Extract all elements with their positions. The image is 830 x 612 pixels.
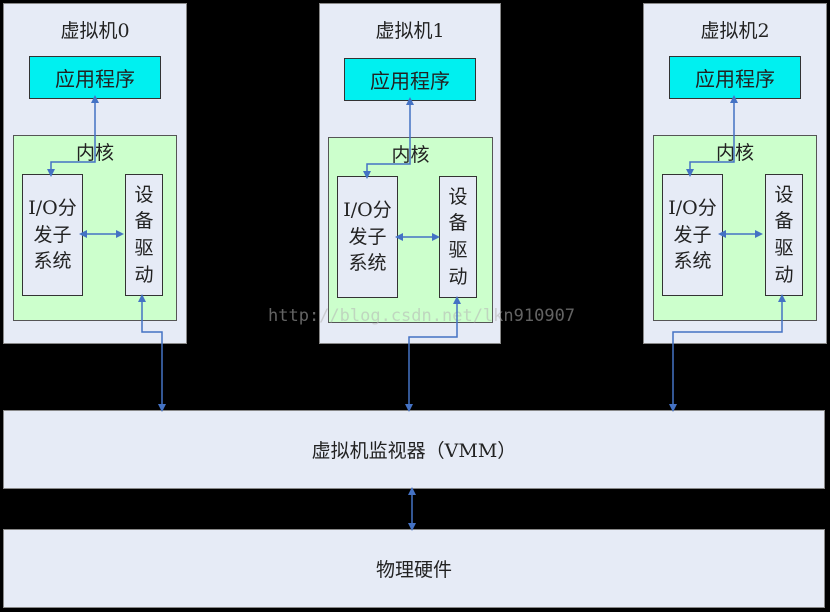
driver-line: 备 [774, 210, 794, 233]
driver-line: 驱 [448, 239, 468, 261]
driver-line: 驱 [134, 237, 154, 259]
vm-0-kernel-box: 内核 I/O分发子系统 设备驱动 [13, 135, 177, 321]
driver-line: 备 [448, 212, 468, 235]
watermark: http://blog.csdn.net/lkn910907 [268, 306, 576, 326]
driver-line: 设 [774, 183, 794, 206]
vm-2-app-box: 应用程序 [669, 56, 801, 99]
vm-1-app-box: 应用程序 [344, 58, 476, 101]
io-line: I/O分 [28, 197, 77, 220]
vm-0-box: 虚拟机0 应用程序 内核 I/O分发子系统 设备驱动 [3, 3, 187, 344]
driver-line: 备 [134, 210, 154, 233]
io-line: 系统 [348, 252, 387, 275]
vmm-layer: 虚拟机监视器（VMM） [3, 410, 825, 489]
vm-0-title: 虚拟机0 [60, 20, 130, 42]
vm-2-kernel-box: 内核 I/O分发子系统 设备驱动 [653, 135, 817, 321]
hardware-layer: 物理硬件 [3, 529, 825, 608]
driver-line: 动 [448, 265, 468, 288]
vm-2-device-driver: 设备驱动 [765, 174, 803, 296]
vm-2-io-subsystem: I/O分发子系统 [662, 174, 723, 296]
vm-0-app-box: 应用程序 [29, 56, 161, 99]
io-line: 发子 [673, 223, 712, 246]
io-line: 系统 [33, 250, 72, 273]
io-line: I/O分 [343, 199, 392, 222]
vm-2-title: 虚拟机2 [700, 20, 770, 42]
vm-1-kernel-label: 内核 [391, 144, 430, 166]
driver-line: 动 [774, 263, 794, 286]
driver-line: 动 [134, 263, 154, 286]
vm-0-kernel-label: 内核 [75, 142, 114, 164]
driver-line: 设 [134, 183, 154, 206]
vm-1-box: 虚拟机1 应用程序 内核 I/O分发子系统 设备驱动 [319, 3, 501, 344]
io-line: I/O分 [668, 197, 717, 220]
io-line: 发子 [33, 223, 72, 246]
vm-0-device-driver: 设备驱动 [125, 174, 163, 296]
driver-line: 设 [448, 185, 468, 208]
vm-2-kernel-label: 内核 [715, 142, 754, 164]
vm-1-io-subsystem: I/O分发子系统 [337, 176, 398, 298]
vm-2-box: 虚拟机2 应用程序 内核 I/O分发子系统 设备驱动 [643, 3, 827, 344]
io-line: 系统 [673, 250, 712, 273]
driver-line: 驱 [774, 237, 794, 259]
vm-1-title: 虚拟机1 [375, 20, 445, 42]
vm-1-kernel-box: 内核 I/O分发子系统 设备驱动 [328, 137, 493, 323]
vm-1-device-driver: 设备驱动 [439, 176, 477, 298]
io-line: 发子 [348, 225, 387, 248]
vm-0-io-subsystem: I/O分发子系统 [22, 174, 83, 296]
